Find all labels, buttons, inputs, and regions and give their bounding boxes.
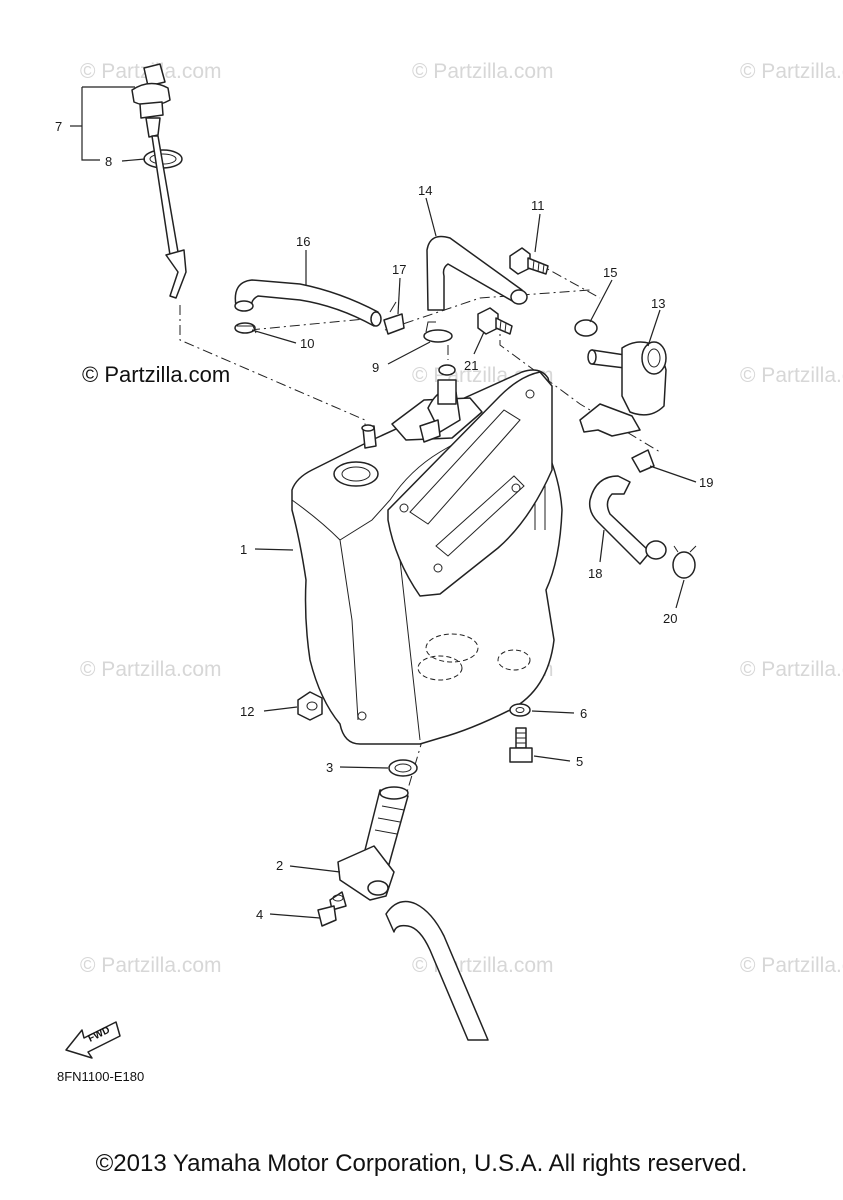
callout-3: 3: [326, 760, 333, 775]
clamp-17: [383, 313, 405, 335]
callout-13: 13: [651, 296, 665, 311]
callout-9: 9: [372, 360, 379, 375]
oil-tank-exploded-diagram: © Partzilla.com © Partzilla.com © Partzi…: [55, 60, 843, 1084]
watermark: © Partzilla.com: [412, 60, 554, 83]
callout-5: 5: [576, 754, 583, 769]
hose-18: [588, 475, 651, 565]
watermark: © Partzilla.com: [740, 954, 843, 977]
oil-hose: [385, 900, 489, 1041]
callout-14: 14: [418, 183, 432, 198]
hose-14: [426, 235, 528, 311]
cap-20: [672, 551, 696, 579]
callout-1: 1: [240, 542, 247, 557]
watermark: © Partzilla.com: [80, 658, 222, 681]
callout-8: 8: [105, 154, 112, 169]
breather-hose-16: [234, 279, 382, 334]
watermark: © Partzilla.com: [740, 658, 843, 681]
callout-18: 18: [588, 566, 602, 581]
callout-15: 15: [603, 265, 617, 280]
clamps-9-17: [383, 301, 453, 343]
watermark: © Partzilla.com: [740, 364, 843, 387]
nut-12: [297, 691, 323, 721]
oil-tank-1: [291, 364, 563, 745]
callout-12: 12: [240, 704, 254, 719]
gasket-6: [509, 703, 531, 717]
callout-20: 20: [663, 611, 677, 626]
lower-hose-assembly: [588, 449, 697, 579]
clamp-10: [234, 322, 256, 334]
copyright-notice: ©2013 Yamaha Motor Corporation, U.S.A. A…: [95, 1150, 748, 1177]
dipstick-cap-grip: [143, 63, 166, 87]
callout-10: 10: [300, 336, 314, 351]
watermark: © Partzilla.com: [80, 954, 222, 977]
callout-11: 11: [531, 198, 545, 213]
dipstick-assembly: [131, 63, 187, 299]
strainer-assembly: [337, 759, 489, 1041]
bolt-11: [509, 247, 549, 275]
bolt-4: [317, 891, 347, 927]
diagram-code: 8FN1100-E180: [57, 1069, 144, 1084]
clamp-9: [423, 329, 453, 343]
drain-bolt-assembly: [509, 703, 533, 763]
callout-2: 2: [276, 858, 283, 873]
callout-16: 16: [296, 234, 310, 249]
clamp-15: [574, 319, 598, 337]
callout-19: 19: [699, 475, 713, 490]
filler-neck: [333, 461, 379, 487]
clamp-19: [631, 449, 655, 473]
callout-6: 6: [580, 706, 587, 721]
bolt-21: [477, 307, 513, 335]
o-ring-3: [388, 759, 418, 777]
callout-4: 4: [256, 907, 263, 922]
callout-7: 7: [55, 119, 62, 134]
dipstick-cap: [131, 82, 171, 107]
fwd-arrow: FWD: [65, 1021, 121, 1059]
callout-17: 17: [392, 262, 406, 277]
callout-labels: 7 8 16 10 17 9 14 11 15 13 21 19 18 20 1…: [55, 119, 713, 922]
mounting-bracket: [387, 371, 553, 597]
leader-lines: [70, 86, 697, 919]
check-valve-assembly: [574, 319, 667, 437]
watermark: © Partzilla.com: [740, 60, 843, 83]
partzilla-watermark-large: © Partzilla.com: [82, 362, 230, 387]
callout-21: 21: [464, 358, 478, 373]
